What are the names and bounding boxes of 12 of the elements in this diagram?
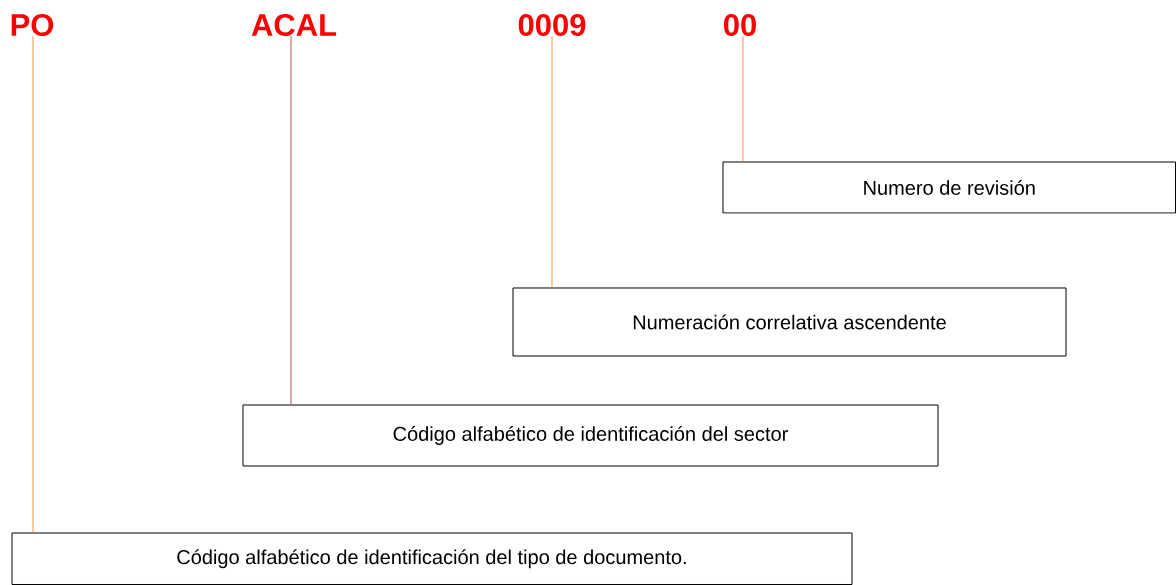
code-label: 0009 xyxy=(518,14,586,36)
leader-line xyxy=(551,35,553,288)
leader-line xyxy=(32,35,34,533)
code-label: 00 xyxy=(724,14,756,36)
text-box: Código alfabético de identificación del sector xyxy=(242,404,939,467)
code-label: ACAL xyxy=(251,14,337,36)
leader-line xyxy=(290,35,292,405)
code-label: PO xyxy=(11,14,54,36)
leader-line xyxy=(742,35,744,162)
text-box: Código alfabético de identificación del tipo de documento. xyxy=(11,532,853,585)
text-box: Numeración correlativa ascendente xyxy=(512,287,1067,357)
text-box: Numero de revisión xyxy=(722,161,1176,214)
